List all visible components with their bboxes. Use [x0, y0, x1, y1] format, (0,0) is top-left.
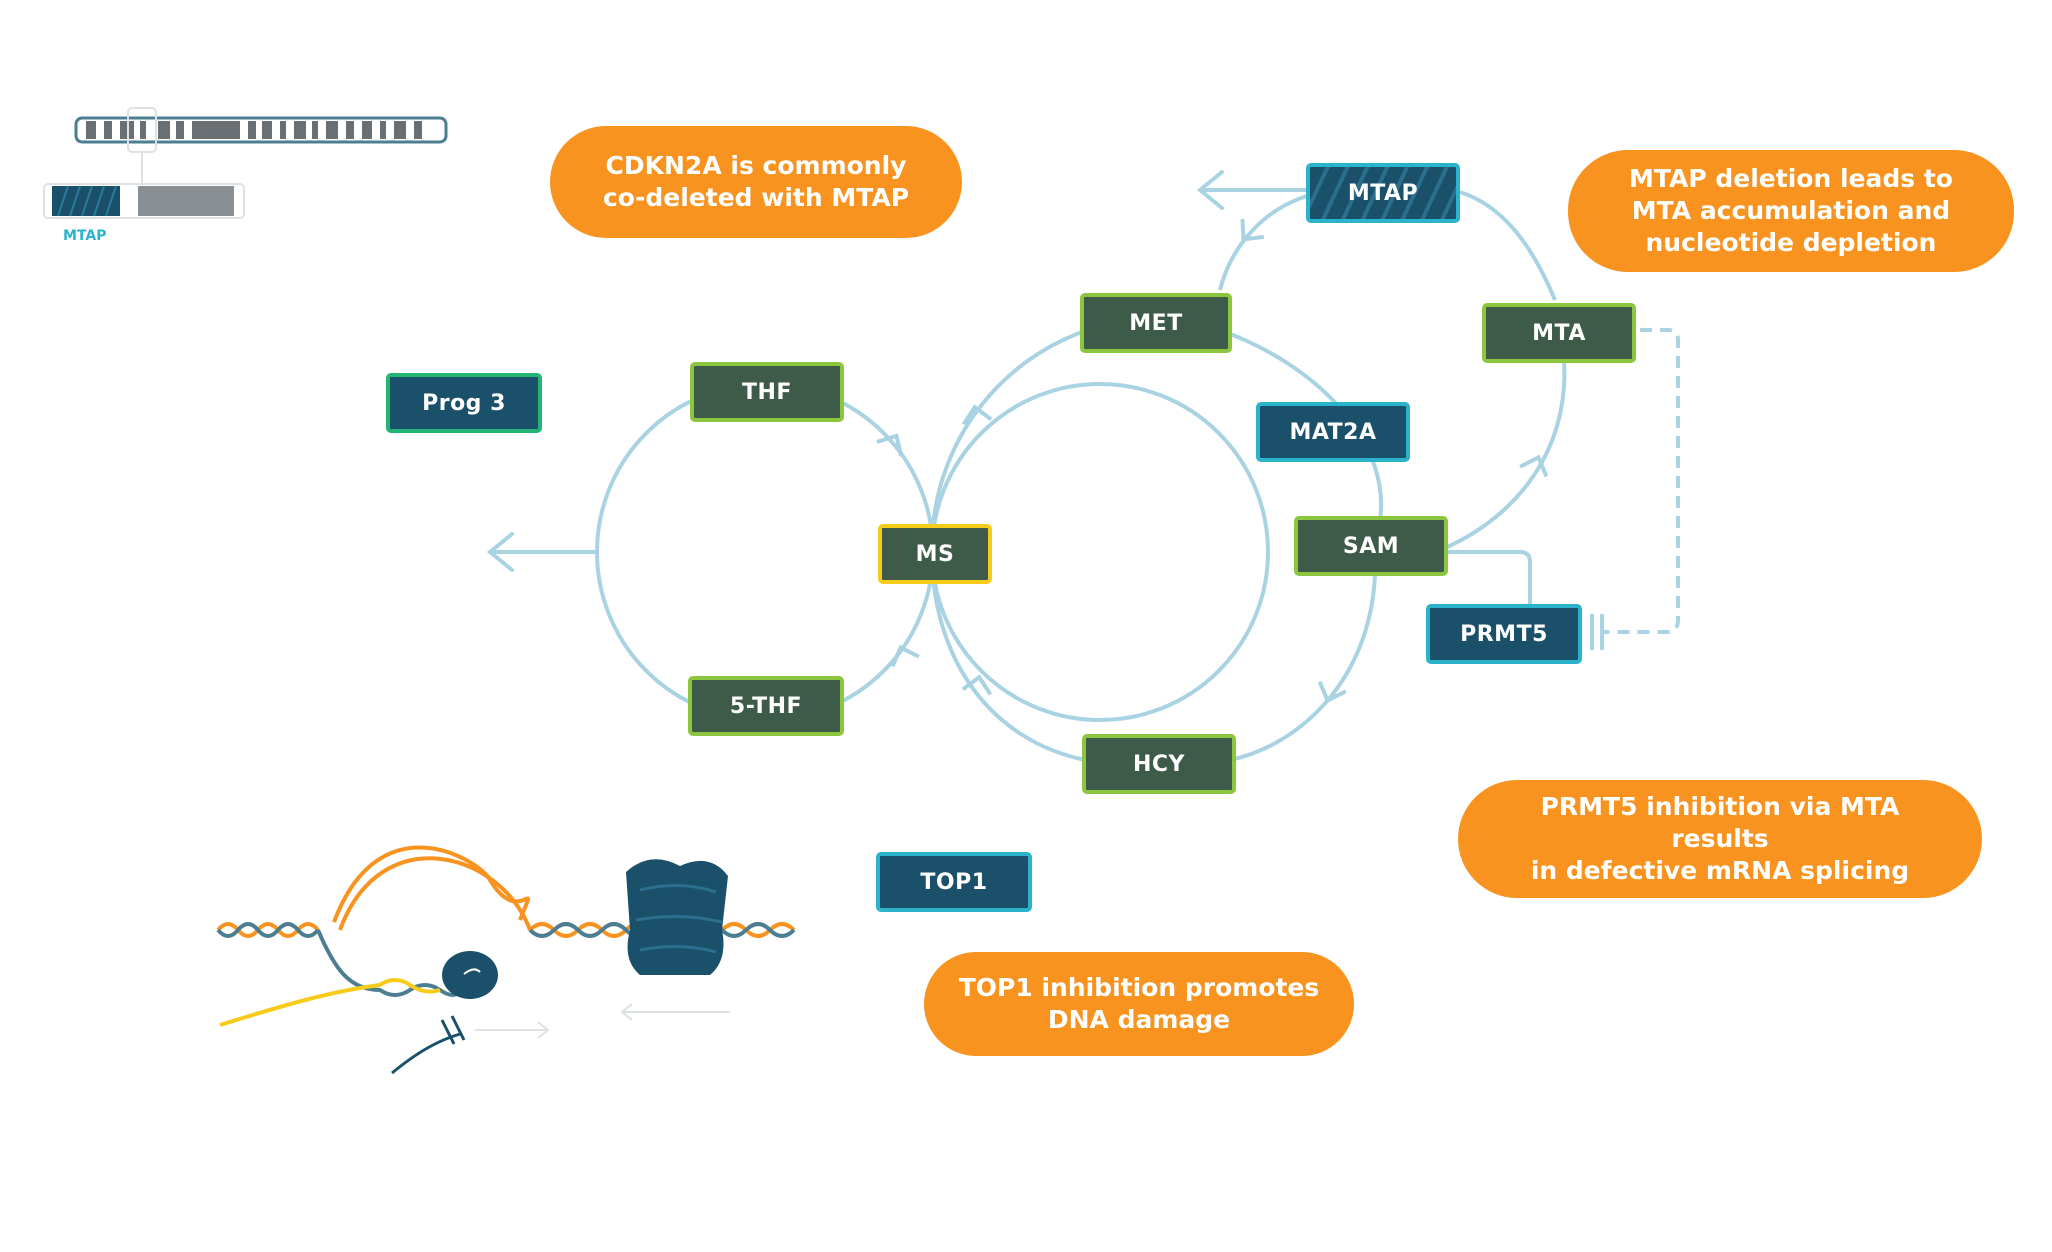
- mta-node[interactable]: MTA: [1482, 303, 1636, 363]
- mtap-exit-arrowhead: [1196, 170, 1224, 210]
- top1-inhibition-callout: TOP1 inhibition promotes DNA damage: [924, 952, 1354, 1056]
- five-thf-node[interactable]: 5-THF: [688, 676, 844, 736]
- mtap-node[interactable]: MTAP: [1306, 163, 1460, 223]
- cdkn2a-callout: CDKN2A is commonly co-deleted with MTAP: [550, 126, 962, 238]
- chevron-3: [961, 404, 993, 426]
- prmt5-inhibition-callout: PRMT5 inhibition via MTA results in defe…: [1458, 780, 1982, 898]
- chevron-5: [1317, 680, 1347, 704]
- mat2a-node[interactable]: MAT2A: [1256, 402, 1410, 462]
- hcy-to-ms: [930, 559, 1086, 762]
- hcy-node[interactable]: HCY: [1082, 734, 1236, 794]
- chevron-7: [1240, 218, 1265, 242]
- mtap-deletion-callout: MTAP deletion leads to MTA accumulation …: [1568, 150, 2014, 272]
- mta-inhibits-prmt5: [1600, 328, 1680, 634]
- sam-to-prmt5: [1445, 550, 1532, 605]
- chevron-1: [876, 433, 904, 457]
- mta-to-mtap: [1459, 190, 1557, 301]
- top1-node[interactable]: TOP1: [876, 852, 1032, 912]
- chevron-4: [961, 674, 993, 696]
- sam-node[interactable]: SAM: [1294, 516, 1448, 576]
- folate-exit-arrowhead: [486, 532, 514, 572]
- prog3-node[interactable]: Prog 3: [386, 373, 542, 433]
- mtap-to-met: [1218, 193, 1311, 291]
- prmt5-node[interactable]: PRMT5: [1426, 604, 1582, 664]
- met-node[interactable]: MET: [1080, 293, 1232, 353]
- chevron-2: [890, 644, 920, 668]
- sam-to-hcy: [1229, 574, 1377, 762]
- chromosome-mtap-label: MTAP: [63, 228, 107, 244]
- chromosome-illustration: [43, 107, 448, 219]
- thf-node[interactable]: THF: [690, 362, 844, 422]
- dna-replication-illustration: [216, 845, 796, 1075]
- ms-node[interactable]: MS: [878, 524, 992, 584]
- methionine-ring: [929, 316, 1151, 553]
- chevron-6: [1519, 454, 1549, 478]
